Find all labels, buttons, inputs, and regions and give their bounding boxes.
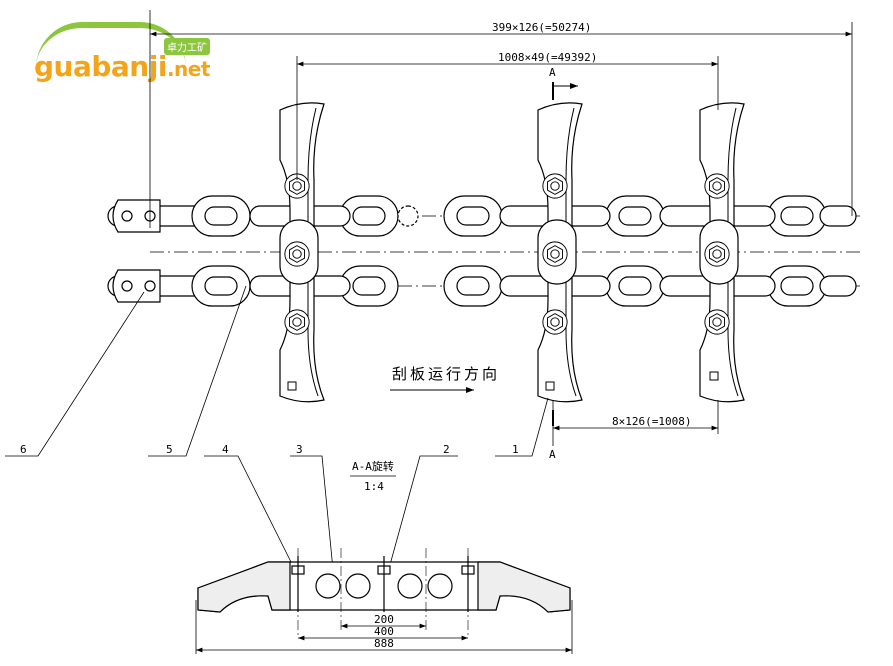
callout-3: 3 — [296, 443, 303, 456]
logo-badge: 卓力工矿 — [164, 38, 210, 55]
callout-2: 2 — [443, 443, 450, 456]
dimension-spacing — [552, 400, 719, 446]
bar-marks — [287, 371, 719, 391]
direction-label: 刮板运行方向 — [392, 365, 500, 383]
section-centerlines — [297, 548, 469, 636]
site-logo[interactable]: 卓力工矿 guabanji.net — [30, 22, 230, 92]
section-title: A-A旋转 — [352, 459, 394, 473]
dimension-flight-label: 1008×49(=49392) — [498, 51, 597, 64]
dimension-400-label: 400 — [374, 625, 394, 638]
dimension-overall — [149, 10, 853, 228]
connector-left — [112, 199, 161, 303]
logo-suffix-text: .net — [166, 57, 210, 81]
dimension-spacing-label: 8×126(=1008) — [612, 415, 691, 428]
callout-1: 1 — [512, 443, 519, 456]
callout-6: 6 — [20, 443, 27, 456]
section-mark-top: A — [549, 66, 556, 79]
logo-main-text: guabanji — [34, 50, 167, 83]
callout-4: 4 — [222, 443, 229, 456]
chain-strand-bottom — [107, 265, 857, 307]
dimension-flight — [296, 56, 719, 180]
leader-lines — [5, 285, 549, 581]
logo-arc-shape — [36, 22, 186, 68]
section-dimensions — [195, 600, 573, 654]
logo-wordmark: guabanji.net — [34, 50, 210, 83]
dimension-888-label: 888 — [374, 637, 394, 650]
dimension-200-label: 200 — [374, 613, 394, 626]
dimension-overall-label: 399×126(=50274) — [492, 21, 591, 34]
section-scale: 1:4 — [364, 480, 384, 493]
chain-strand-top — [107, 195, 857, 237]
section-view-aa — [197, 556, 571, 613]
callout-5: 5 — [166, 443, 173, 456]
section-mark-bottom: A — [549, 448, 556, 461]
